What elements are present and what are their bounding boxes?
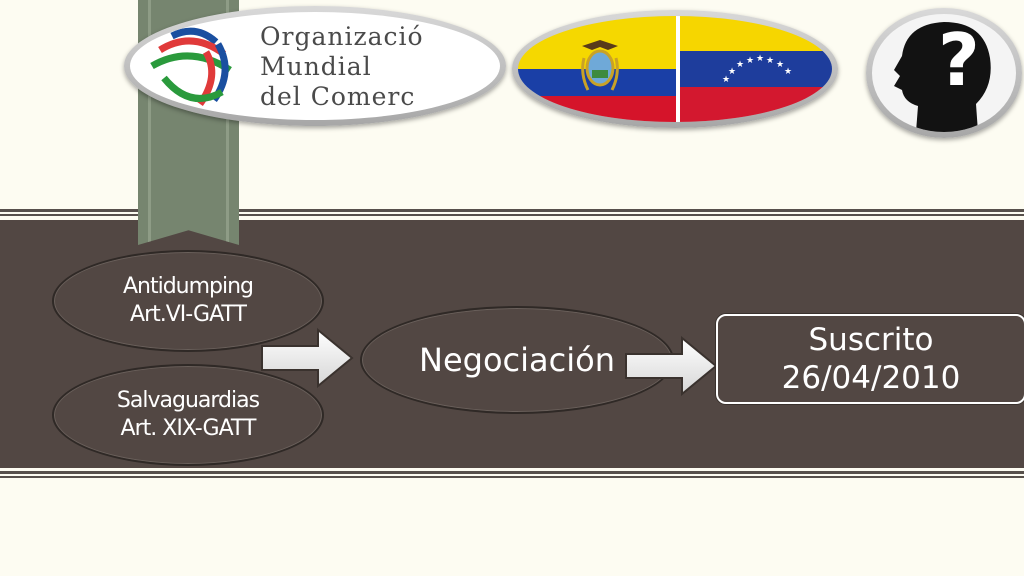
wto-emblem-icon — [150, 27, 232, 107]
arrow-to-negociacion-icon — [261, 327, 354, 389]
negociacion-node: Negociación — [360, 306, 674, 414]
svg-text:★: ★ — [776, 60, 784, 70]
ecuador-flag — [518, 16, 676, 122]
question-medal: ? — [866, 8, 1022, 138]
suscrito-label: Suscrito 26/04/2010 — [781, 322, 961, 396]
wto-line-2: Mundial — [260, 52, 372, 81]
salvaguardias-node: Salvaguardias Art. XIX-GATT — [52, 364, 324, 466]
wto-line-3: del Comerc — [260, 82, 416, 111]
svg-text:★: ★ — [784, 67, 792, 77]
ecuador-coat-of-arms-icon — [581, 40, 619, 91]
head-silhouette-icon — [894, 22, 991, 132]
suscrito-node: Suscrito 26/04/2010 — [716, 314, 1024, 404]
flag-divider — [676, 16, 680, 122]
negociacion-label: Negociación — [419, 341, 615, 379]
question-mark-icon: ? — [938, 18, 980, 102]
arrow-to-suscrito-icon — [625, 335, 718, 397]
wto-logo-medal: Organizació Mundial del Comerc — [124, 6, 506, 126]
antidumping-node: Antidumping Art.VI-GATT — [52, 250, 324, 352]
venezuela-stars-icon: ★ ★ ★ ★ ★ ★ ★ ★ — [722, 54, 792, 85]
wto-line-1: Organizació — [260, 22, 424, 51]
band-top-line — [0, 209, 1024, 212]
salvaguardias-label: Salvaguardias Art. XIX-GATT — [116, 388, 260, 441]
flags-medal: ★ ★ ★ ★ ★ ★ ★ ★ — [512, 10, 838, 128]
svg-text:★: ★ — [746, 56, 754, 66]
wto-name-text: Organizació Mundial del Comerc — [260, 22, 500, 112]
antidumping-label: Antidumping Art.VI-GATT — [122, 274, 254, 327]
band-top-line-2 — [0, 214, 1024, 216]
svg-text:★: ★ — [736, 60, 744, 70]
band-bottom-line-2 — [0, 476, 1024, 478]
svg-text:★: ★ — [722, 75, 730, 85]
svg-text:★: ★ — [756, 54, 764, 64]
venezuela-flag: ★ ★ ★ ★ ★ ★ ★ ★ — [680, 16, 832, 122]
svg-text:★: ★ — [766, 56, 774, 66]
svg-text:★: ★ — [728, 67, 736, 77]
band-bottom-line — [0, 471, 1024, 474]
